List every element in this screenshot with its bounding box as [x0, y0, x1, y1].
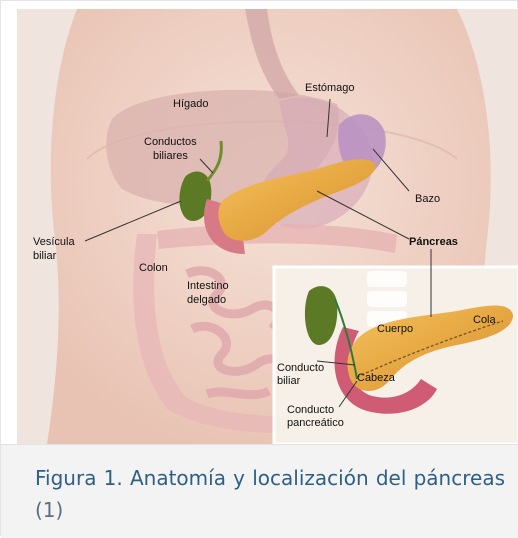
label-conducto-biliar-1: Conducto: [277, 362, 324, 374]
label-estomago: Estómago: [305, 82, 355, 94]
label-conducto-pancreatico-1: Conducto: [287, 404, 334, 416]
label-vesicula-2: biliar: [33, 250, 57, 262]
label-cuerpo: Cuerpo: [377, 323, 413, 335]
label-conductos-1: Conductos: [144, 136, 197, 148]
figure-caption: Figura 1. Anatomía y localización del pá…: [35, 462, 505, 526]
label-cola: Cola: [473, 314, 497, 326]
label-pancreas: Páncreas: [409, 236, 458, 248]
label-bazo: Bazo: [415, 193, 440, 205]
label-intestino-1: Intestino: [187, 280, 229, 292]
label-cabeza: Cabeza: [357, 372, 396, 384]
label-conducto-pancreatico-2: pancreático: [287, 417, 344, 429]
label-intestino-2: delgado: [187, 294, 226, 306]
pancreas-illustration: Hígado Estómago Conductos biliares Bazo …: [17, 9, 518, 444]
label-conducto-biliar-2: biliar: [277, 375, 301, 387]
caption-reference: (1): [35, 498, 63, 522]
label-vesicula-1: Vesícula: [33, 236, 75, 248]
label-conductos-2: biliares: [153, 150, 188, 162]
label-higado: Hígado: [173, 98, 208, 110]
caption-text: Figura 1. Anatomía y localización del pá…: [35, 466, 505, 490]
label-colon: Colon: [139, 262, 168, 274]
inset-detail: Cuerpo Cola Conducto biliar Cabeza Condu…: [274, 249, 518, 444]
